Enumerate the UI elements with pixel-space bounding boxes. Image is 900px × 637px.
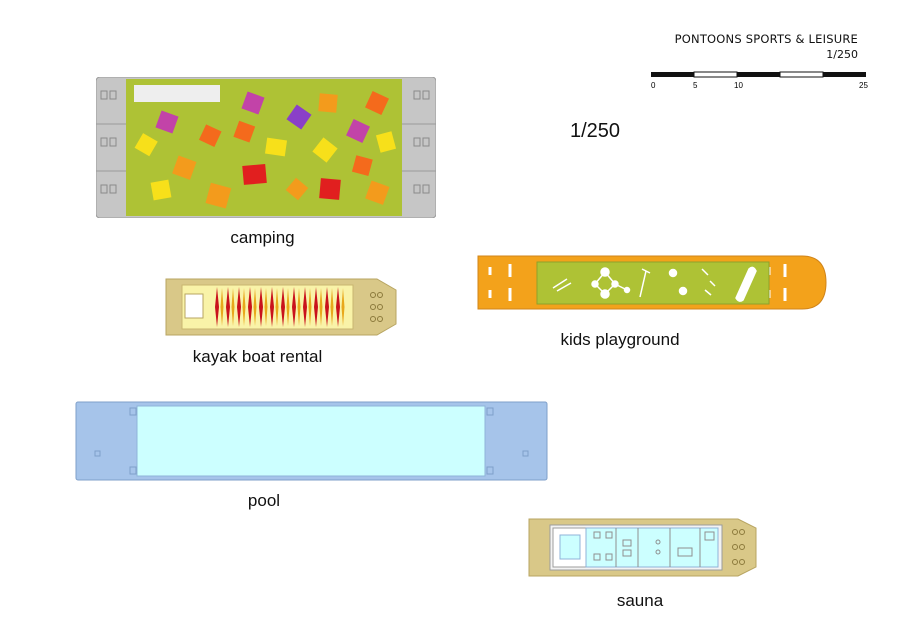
tents <box>134 91 397 209</box>
scale-bar-segment <box>651 72 694 77</box>
sauna-bollards <box>732 529 745 565</box>
kids-playground-pontoon <box>477 255 827 310</box>
tent <box>198 124 222 147</box>
scale-tick-10: 10 <box>734 81 743 90</box>
tent <box>172 155 197 180</box>
pool-label: pool <box>247 491 281 510</box>
camping-reception-block <box>134 85 220 102</box>
tent <box>375 131 397 153</box>
pool-pontoon <box>75 401 548 481</box>
camping-pontoon <box>96 77 436 218</box>
kids-label: kids playground <box>560 330 680 349</box>
scale-tick-5: 5 <box>693 81 698 90</box>
swing <box>639 270 647 298</box>
tent <box>242 163 267 185</box>
tent <box>365 180 390 205</box>
bollards-right <box>413 90 430 194</box>
pool-water <box>136 405 486 477</box>
scale-bar-segment <box>737 72 780 77</box>
slide <box>735 266 757 302</box>
kayak-bollards <box>370 292 383 322</box>
tent <box>134 133 158 157</box>
bollards-left <box>100 90 117 194</box>
roundabout <box>668 268 678 278</box>
tent <box>155 110 179 134</box>
scale-tick-25: 25 <box>859 81 868 90</box>
kayak-boats-yellow <box>220 288 345 326</box>
kids-play-area <box>536 261 770 305</box>
kids-deck-marks-left <box>488 264 512 301</box>
sauna-partitions <box>593 528 715 567</box>
scale-bar-segment <box>779 71 824 78</box>
scale-tick-0: 0 <box>651 81 656 90</box>
tent <box>312 137 338 163</box>
tent <box>346 119 370 143</box>
tent <box>241 91 265 115</box>
tent <box>286 104 312 130</box>
scale-bar-segment <box>823 72 866 77</box>
play-equipment <box>552 266 757 302</box>
kayak-office <box>184 293 204 319</box>
kayak-boats <box>215 287 340 327</box>
tent <box>318 93 338 113</box>
seesaw <box>552 278 568 289</box>
tent <box>205 182 232 209</box>
center-scale-label: 1/250 <box>570 120 621 142</box>
kayak-label: kayak boat rental <box>192 347 323 366</box>
tent <box>264 137 288 157</box>
tent <box>285 177 309 201</box>
sauna-pontoon <box>528 518 757 577</box>
tent <box>365 91 389 115</box>
tent <box>351 155 373 177</box>
tent <box>319 178 341 200</box>
scale-bar: 0 5 10 25 <box>651 71 868 90</box>
drawing-scale: 1/250 <box>826 48 858 61</box>
seesaw <box>556 282 572 292</box>
camping-label: camping <box>230 228 295 247</box>
roundabout <box>678 286 688 296</box>
scale-bar-segment <box>693 71 738 78</box>
plunge-pool <box>559 534 581 560</box>
drawing-title: PONTOONS SPORTS & LEISURE <box>674 32 858 46</box>
kayak-pontoon <box>165 278 397 336</box>
tent <box>233 120 256 143</box>
pool-bollards <box>94 407 529 475</box>
tent <box>150 179 172 201</box>
sauna-label: sauna <box>616 591 664 610</box>
